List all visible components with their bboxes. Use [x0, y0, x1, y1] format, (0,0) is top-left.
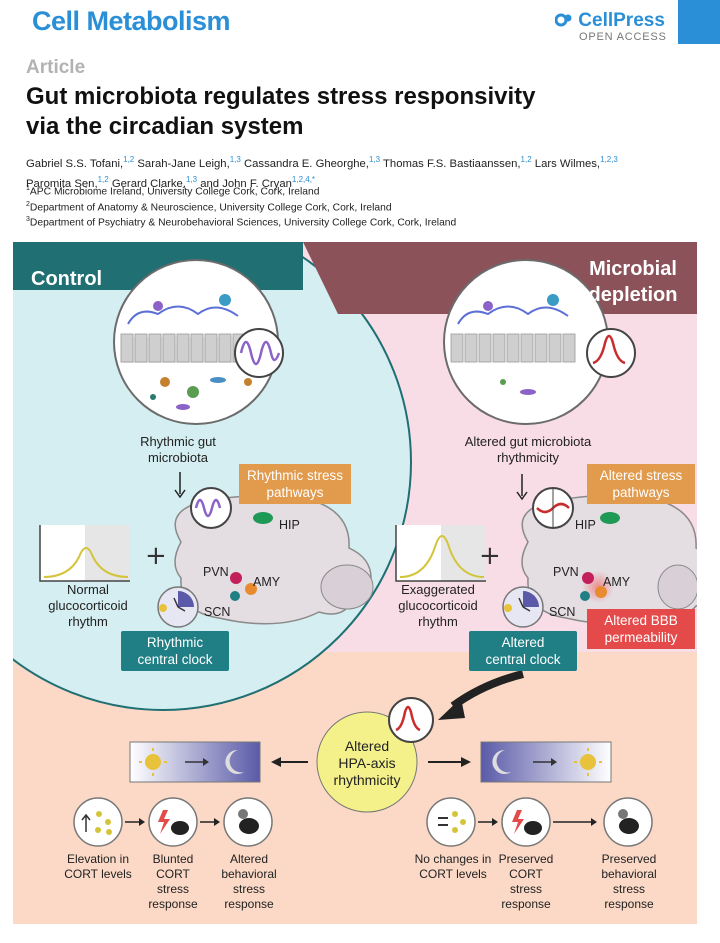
- hip-label: HIP: [575, 518, 596, 532]
- publisher-name: CellPress: [578, 10, 665, 31]
- arrow-right-icon: [461, 757, 471, 767]
- amy-label: AMY: [253, 575, 281, 589]
- author: Paromita Sen,1,2: [26, 174, 109, 190]
- author: and John F. Cryan1,2,4,*: [200, 174, 316, 190]
- moon-icon: [225, 749, 244, 774]
- control-brain: [174, 494, 374, 625]
- pvn-label: PVN: [553, 565, 579, 579]
- author-list: Gabriel S.S. Tofani,1,2 Sarah-Jane Leigh…: [26, 152, 716, 192]
- open-access-label: OPEN ACCESS: [579, 31, 667, 43]
- control-clock-icon: [157, 586, 199, 628]
- behavior-icon: [603, 797, 653, 847]
- journal-title: Cell Metabolism: [32, 6, 231, 36]
- publisher-logo: CellPress OPEN ACCESS: [554, 10, 667, 43]
- control-title: Control: [31, 268, 103, 290]
- cort-elevation-icon: [73, 797, 123, 847]
- hip-label: HIP: [279, 518, 300, 532]
- author: Lars Wilmes,1,2,3: [534, 155, 618, 170]
- article-type: Article: [26, 57, 86, 78]
- scn-label: SCN: [204, 605, 231, 619]
- behavior-icon: [223, 797, 273, 847]
- control-stress-rhythm-icon: [190, 487, 232, 529]
- cort-no-change-icon: [426, 797, 476, 847]
- author: Cassandra E. Gheorghe,1,3: [243, 155, 381, 170]
- moon-icon: [492, 749, 511, 774]
- title-line-2: via the circadian system: [26, 113, 304, 140]
- depletion-day-night-bar: [480, 741, 612, 783]
- sun-icon: [139, 748, 167, 776]
- author: Sarah-Jane Leigh,1,3: [137, 155, 241, 170]
- title-line-1: Gut microbiota regulates stress responsi…: [26, 83, 536, 110]
- graphical-abstract: + +: [13, 242, 697, 924]
- hpa-rhythm-icon: [388, 697, 434, 743]
- depletion-gut-circle: [443, 259, 609, 425]
- author: Thomas F.S. Bastiaanssen,1,2: [383, 155, 532, 170]
- pvn-label: PVN: [203, 565, 229, 579]
- depletion-clock-icon: [502, 586, 544, 628]
- corner-tab: [678, 0, 720, 44]
- affiliation: 2Department of Anatomy & Neuroscience, U…: [26, 201, 392, 214]
- paper-title: Gut microbiota regulates stress responsi…: [26, 82, 686, 142]
- preserved-stress-icon: [501, 797, 551, 847]
- affiliation: 3Department of Psychiatry & Neurobehavio…: [26, 216, 457, 229]
- sun-icon: [574, 748, 602, 776]
- depletion-stress-rhythm-icon: [532, 487, 574, 529]
- arrow-left-icon: [271, 757, 281, 767]
- depletion-gluco-graph: [395, 525, 486, 582]
- svg-text:+: +: [145, 541, 167, 571]
- author: Gerard Clarke,1,3: [111, 174, 198, 190]
- depletion-rhythm-icon: [586, 328, 636, 378]
- abstract-artwork: + +: [13, 242, 697, 924]
- blunted-stress-icon: [148, 797, 198, 847]
- control-rhythm-icon: [234, 328, 284, 378]
- hpa-circle: [316, 711, 418, 813]
- cellpress-icon: [554, 13, 572, 27]
- amy-label: AMY: [603, 575, 631, 589]
- control-day-night-bar: [129, 741, 261, 783]
- control-gluco-graph: [39, 525, 130, 582]
- scn-label: SCN: [549, 605, 576, 619]
- author: Gabriel S.S. Tofani,1,2: [26, 155, 135, 170]
- depletion-brain: [521, 494, 697, 625]
- affiliation: 1APC Microbiome Ireland, University Coll…: [26, 185, 320, 198]
- svg-text:+: +: [479, 541, 501, 571]
